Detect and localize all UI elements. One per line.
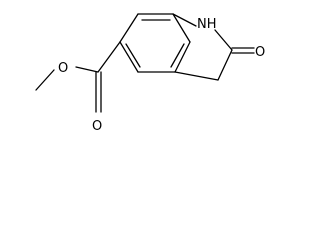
bond bbox=[174, 71, 219, 81]
oxo-oxygen-label: O bbox=[255, 45, 265, 60]
ester-oxygen-label: O bbox=[58, 61, 68, 76]
bond bbox=[172, 13, 197, 27]
benzene-ring bbox=[119, 13, 191, 73]
methyl-ester bbox=[35, 41, 121, 113]
bond bbox=[97, 41, 121, 73]
lactam-ring bbox=[172, 13, 255, 81]
molecule-structure: NH O O O bbox=[35, 13, 265, 134]
ester-carbonyl-oxygen-label: O bbox=[92, 119, 102, 134]
double-bond-inner bbox=[170, 43, 185, 68]
nh-label: NH bbox=[197, 17, 217, 32]
bond bbox=[214, 29, 233, 51]
bond bbox=[75, 66, 99, 73]
double-bond-inner bbox=[125, 43, 141, 68]
bond bbox=[217, 49, 233, 81]
bond bbox=[119, 13, 139, 43]
bond bbox=[35, 69, 55, 91]
bond bbox=[174, 41, 191, 73]
bond bbox=[119, 41, 139, 73]
bond bbox=[172, 13, 191, 43]
